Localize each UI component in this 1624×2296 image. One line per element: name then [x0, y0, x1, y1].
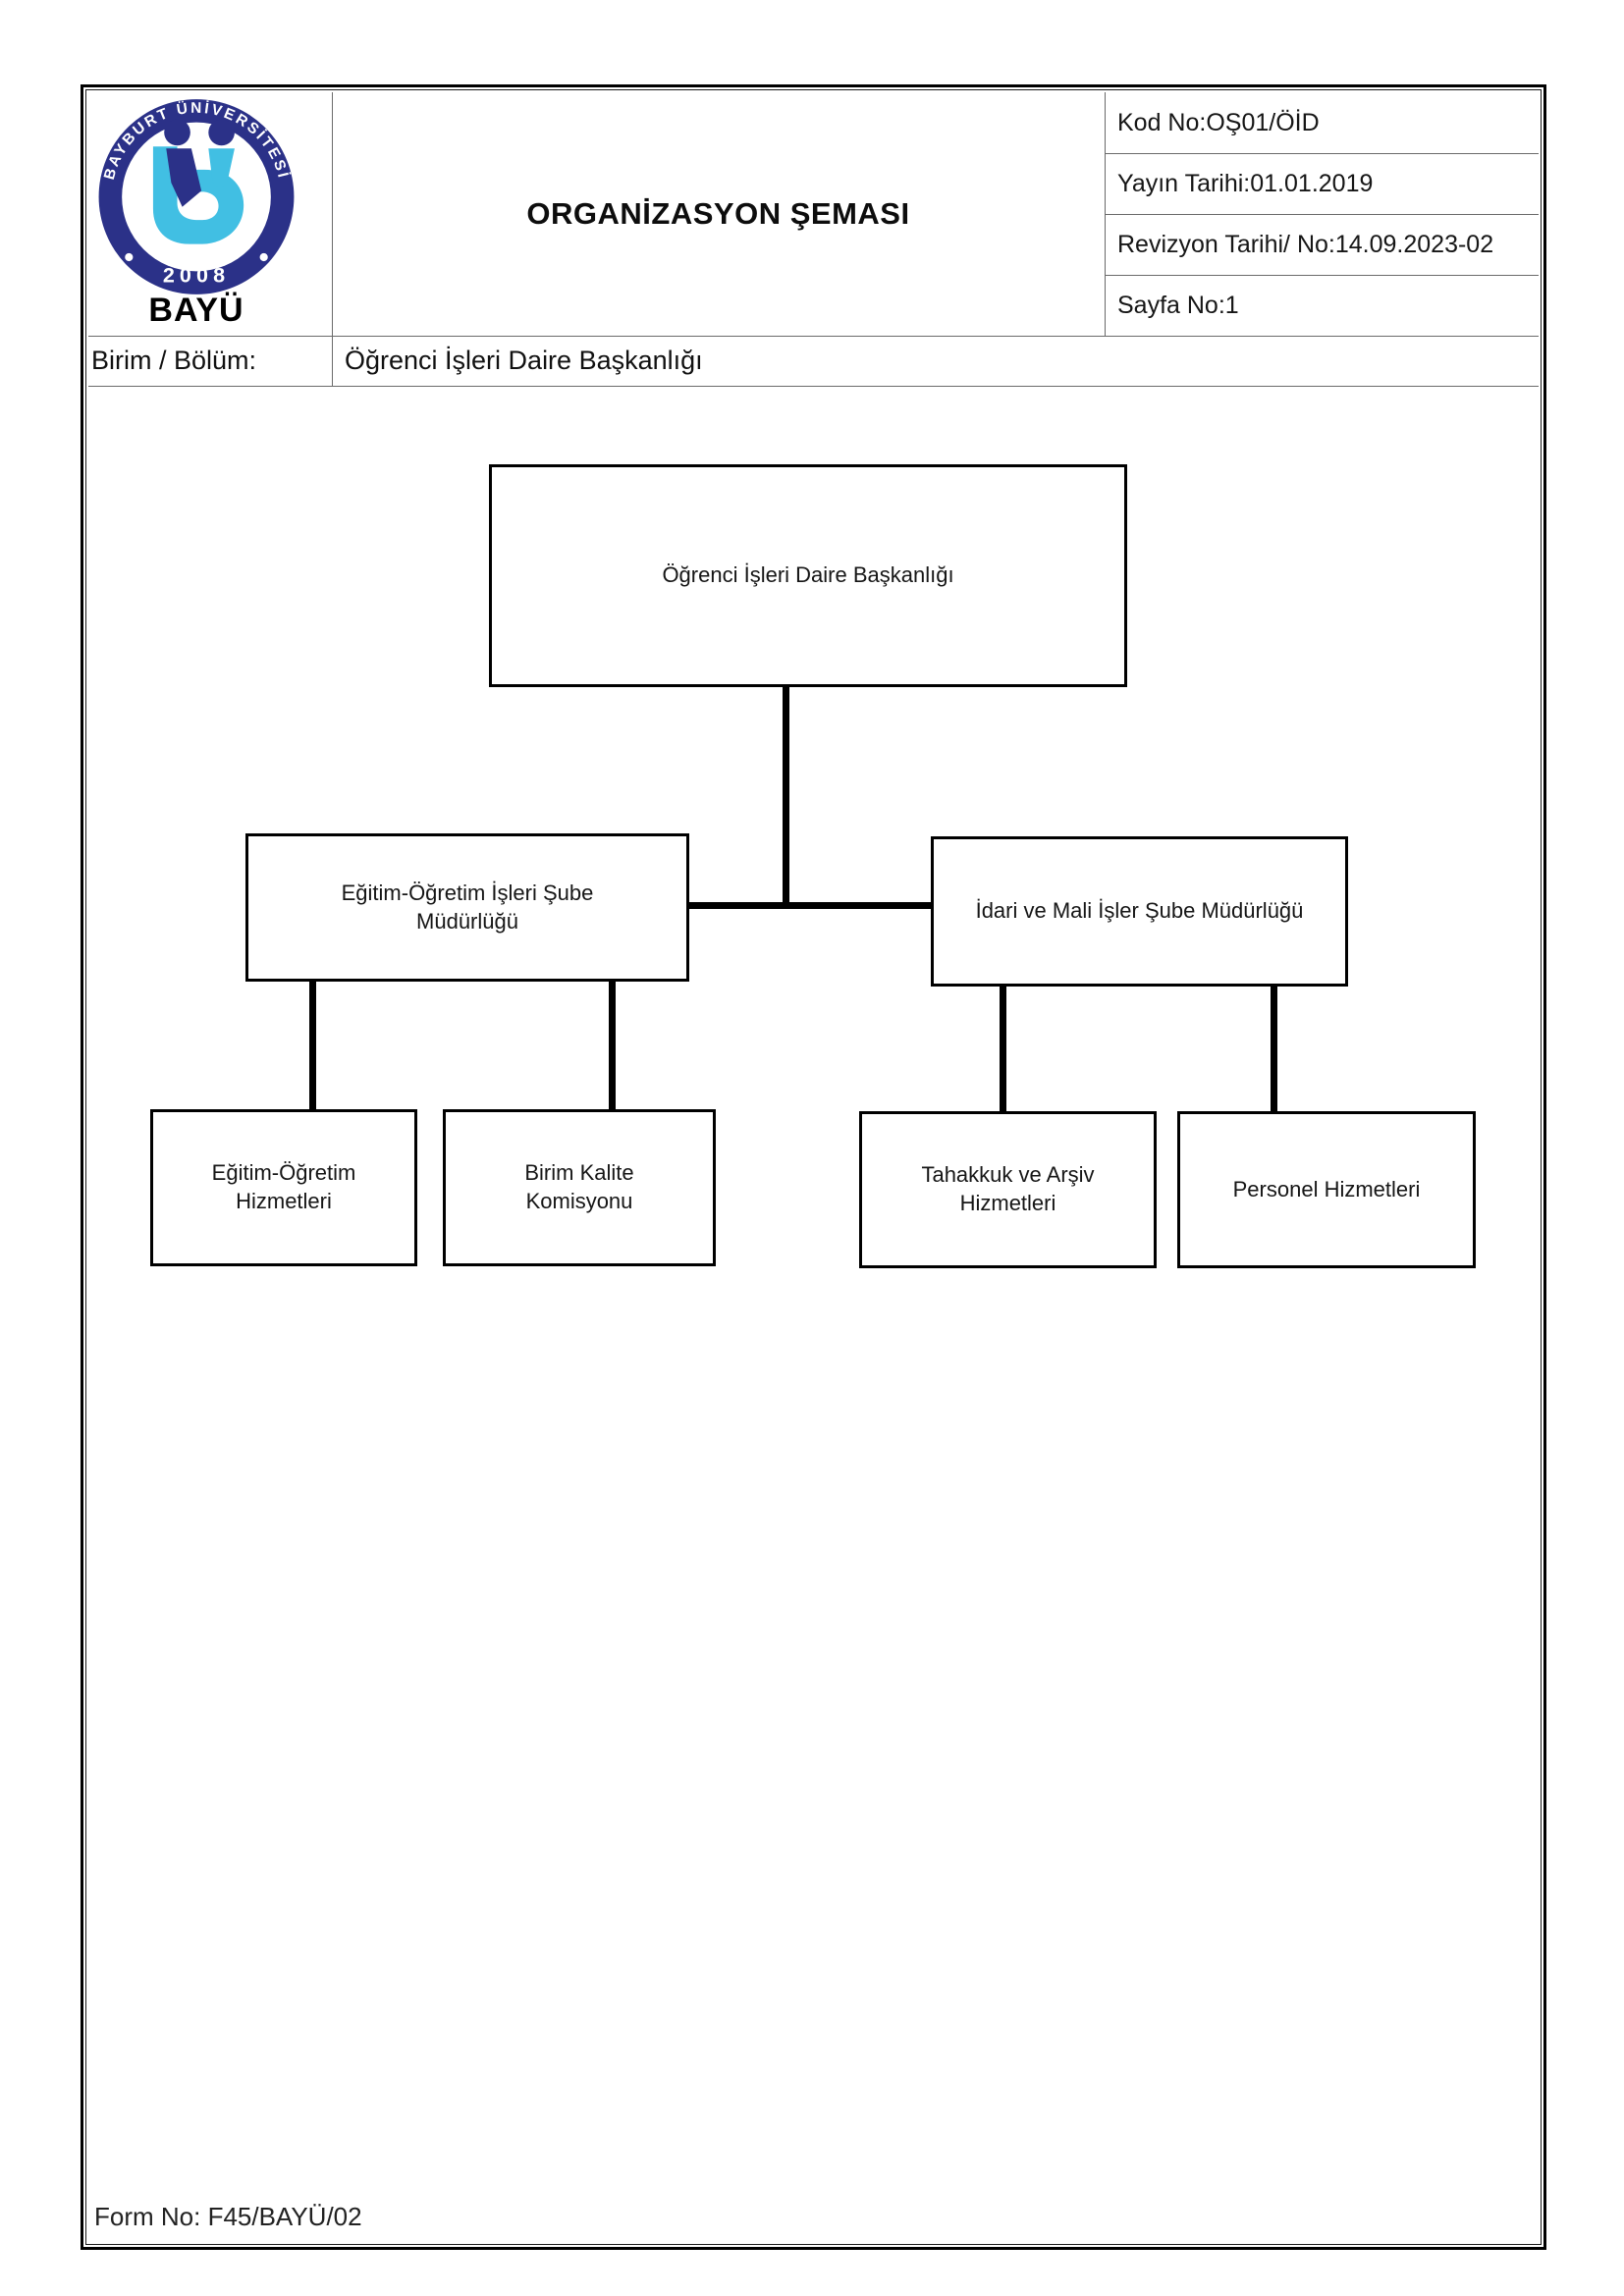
- connector-egitim-hizmetleri: [309, 982, 316, 1109]
- seal-figure-body: [166, 148, 202, 207]
- divider: [1105, 153, 1539, 154]
- divider: [1105, 275, 1539, 276]
- org-node-egitim-ogretim-hizmetleri: Eğitim-Öğretim Hizmetleri: [150, 1109, 417, 1266]
- org-node-label: Birim Kalite Komisyonu: [524, 1160, 634, 1213]
- info-row-sayfa-no: Sayfa No:1: [1117, 291, 1239, 319]
- footer-form-no: Form No: F45/BAYÜ/02: [94, 2202, 362, 2231]
- org-node-label: İdari ve Mali İşler Şube Müdürlüğü: [975, 898, 1304, 924]
- info-row-yayin-tarihi: Yayın Tarihi:01.01.2019: [1117, 169, 1374, 197]
- university-abbreviation: BAYÜ: [148, 292, 244, 329]
- org-node-label: Öğrenci İşleri Daire Başkanlığı: [662, 562, 954, 588]
- org-node-personel-hizmetleri: Personel Hizmetleri: [1177, 1111, 1476, 1268]
- seal-year: 2008: [163, 264, 230, 288]
- connector-birim-kalite: [609, 982, 616, 1109]
- info-row-revizyon-tarihi: Revizyon Tarihi/ No:14.09.2023-02: [1117, 230, 1494, 258]
- seal-figure-head: [208, 119, 235, 146]
- university-seal-logo: BAYBURT ÜNİVERSİTESİ 2008: [93, 96, 299, 297]
- org-node-root: Öğrenci İşleri Daire Başkanlığı: [489, 464, 1127, 687]
- connector-personel: [1271, 987, 1277, 1111]
- org-node-label: Eğitim-Öğretim Hizmetleri: [211, 1160, 356, 1213]
- info-row-kod-no: Kod No:OŞ01/ÖİD: [1117, 108, 1320, 136]
- unit-value: Öğrenci İşleri Daire Başkanlığı: [345, 346, 703, 375]
- seal-figure-head: [164, 119, 190, 146]
- divider: [1105, 214, 1539, 215]
- divider: [332, 92, 333, 386]
- org-node-birim-kalite-komisyonu: Birim Kalite Komisyonu: [443, 1109, 716, 1266]
- org-node-tahakkuk-arsiv-hizmetleri: Tahakkuk ve Arşiv Hizmetleri: [859, 1111, 1157, 1268]
- org-node-label: Personel Hizmetleri: [1232, 1176, 1421, 1201]
- org-node-label: Eğitim-Öğretim İşleri Şube Müdürlüğü: [341, 880, 594, 934]
- divider: [88, 386, 1539, 387]
- connector-root-trunk: [783, 687, 789, 909]
- org-node-egitim-ogretim-sube: Eğitim-Öğretim İşleri Şube Müdürlüğü: [245, 833, 689, 982]
- seal-figure-body: [208, 148, 235, 187]
- connector-level2-horizontal: [689, 902, 931, 909]
- document-title: ORGANİZASYON ŞEMASI: [526, 196, 910, 231]
- org-node-idari-mali-sube: İdari ve Mali İşler Şube Müdürlüğü: [931, 836, 1348, 987]
- divider: [88, 336, 1539, 337]
- page-frame-inner: [85, 89, 1542, 2245]
- org-node-label: Tahakkuk ve Arşiv Hizmetleri: [921, 1162, 1095, 1215]
- page-frame: [81, 84, 1546, 2250]
- unit-label: Birim / Bölüm:: [91, 346, 257, 375]
- connector-tahakkuk: [1000, 987, 1006, 1111]
